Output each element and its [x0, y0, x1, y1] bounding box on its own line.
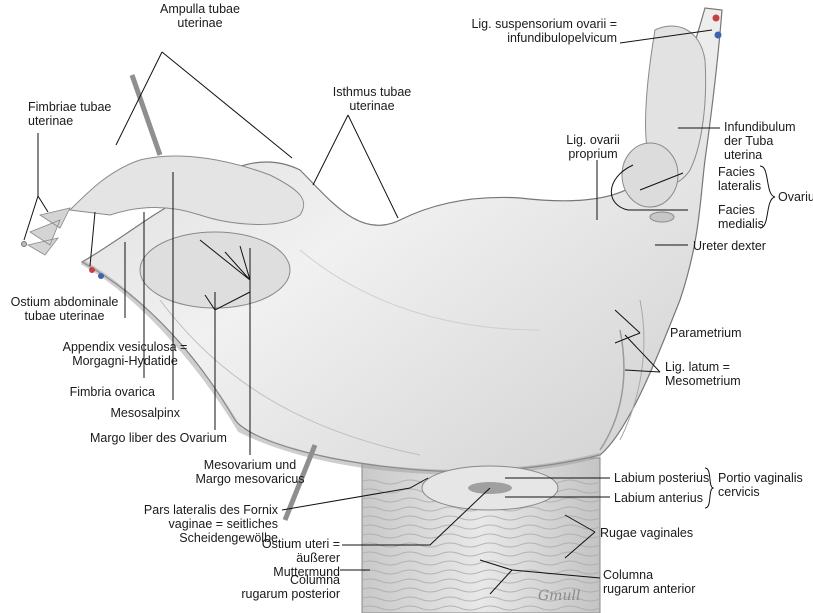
label-infundibulum: Infundibulum der Tuba uterina — [724, 120, 796, 162]
probe-fornix — [282, 444, 318, 521]
label-lig-ovarii: Lig. ovarii proprium — [566, 133, 620, 161]
left-adnexa — [21, 155, 305, 309]
label-ostium-abdominale: Ostium abdominale tubae uterinae — [10, 295, 119, 323]
artist-signature: Gmull — [538, 588, 581, 604]
label-portio: Portio vaginalis cervicis — [718, 471, 803, 499]
label-fimbriae: Fimbriae tubae uterinae — [28, 100, 112, 128]
portio-bracket — [704, 467, 715, 509]
label-columna-posterior: Columna rugarum posterior — [241, 573, 340, 601]
label-ureter: Ureter dexter — [693, 239, 766, 253]
label-facies-lateralis: Facies lateralis — [718, 165, 762, 193]
label-lig-suspensorium: Lig. suspensorium ovarii = infundibulope… — [471, 17, 617, 45]
probe-ampulla — [129, 74, 163, 156]
label-lig-latum: Lig. latum = Mesometrium — [665, 360, 741, 388]
label-mesovarium: Mesovarium und Margo mesovaricus — [195, 458, 305, 486]
label-labium-anterius: Labium anterius — [614, 491, 703, 505]
right-adnexa — [621, 14, 722, 223]
label-fimbria-ovarica: Fimbria ovarica — [69, 385, 155, 399]
label-margo-liber: Margo liber des Ovarium — [90, 431, 227, 445]
label-columna-anterior: Columna rugarum anterior — [603, 568, 696, 596]
label-isthmus: Isthmus tubae uterinae — [332, 85, 412, 113]
label-ovarium: Ovarium — [778, 190, 813, 204]
label-rugae: Rugae vaginales — [600, 526, 694, 540]
label-appendix: Appendix vesiculosa = Morgagni-Hydatide — [62, 340, 188, 368]
label-parametrium: Parametrium — [670, 326, 742, 340]
label-facies-medialis: Facies medialis — [718, 203, 764, 231]
label-mesosalpinx: Mesosalpinx — [110, 406, 180, 420]
label-ostium-uteri: Ostium uteri = äußerer Muttermund — [261, 537, 340, 579]
ovarium-bracket — [759, 165, 776, 229]
label-fornix: Pars lateralis des Fornix vaginae = seit… — [143, 503, 278, 545]
label-ampulla: Ampulla tubae uterinae — [160, 2, 240, 30]
leader-lines — [23, 29, 720, 595]
label-labium-posterius: Labium posterius — [614, 471, 710, 485]
